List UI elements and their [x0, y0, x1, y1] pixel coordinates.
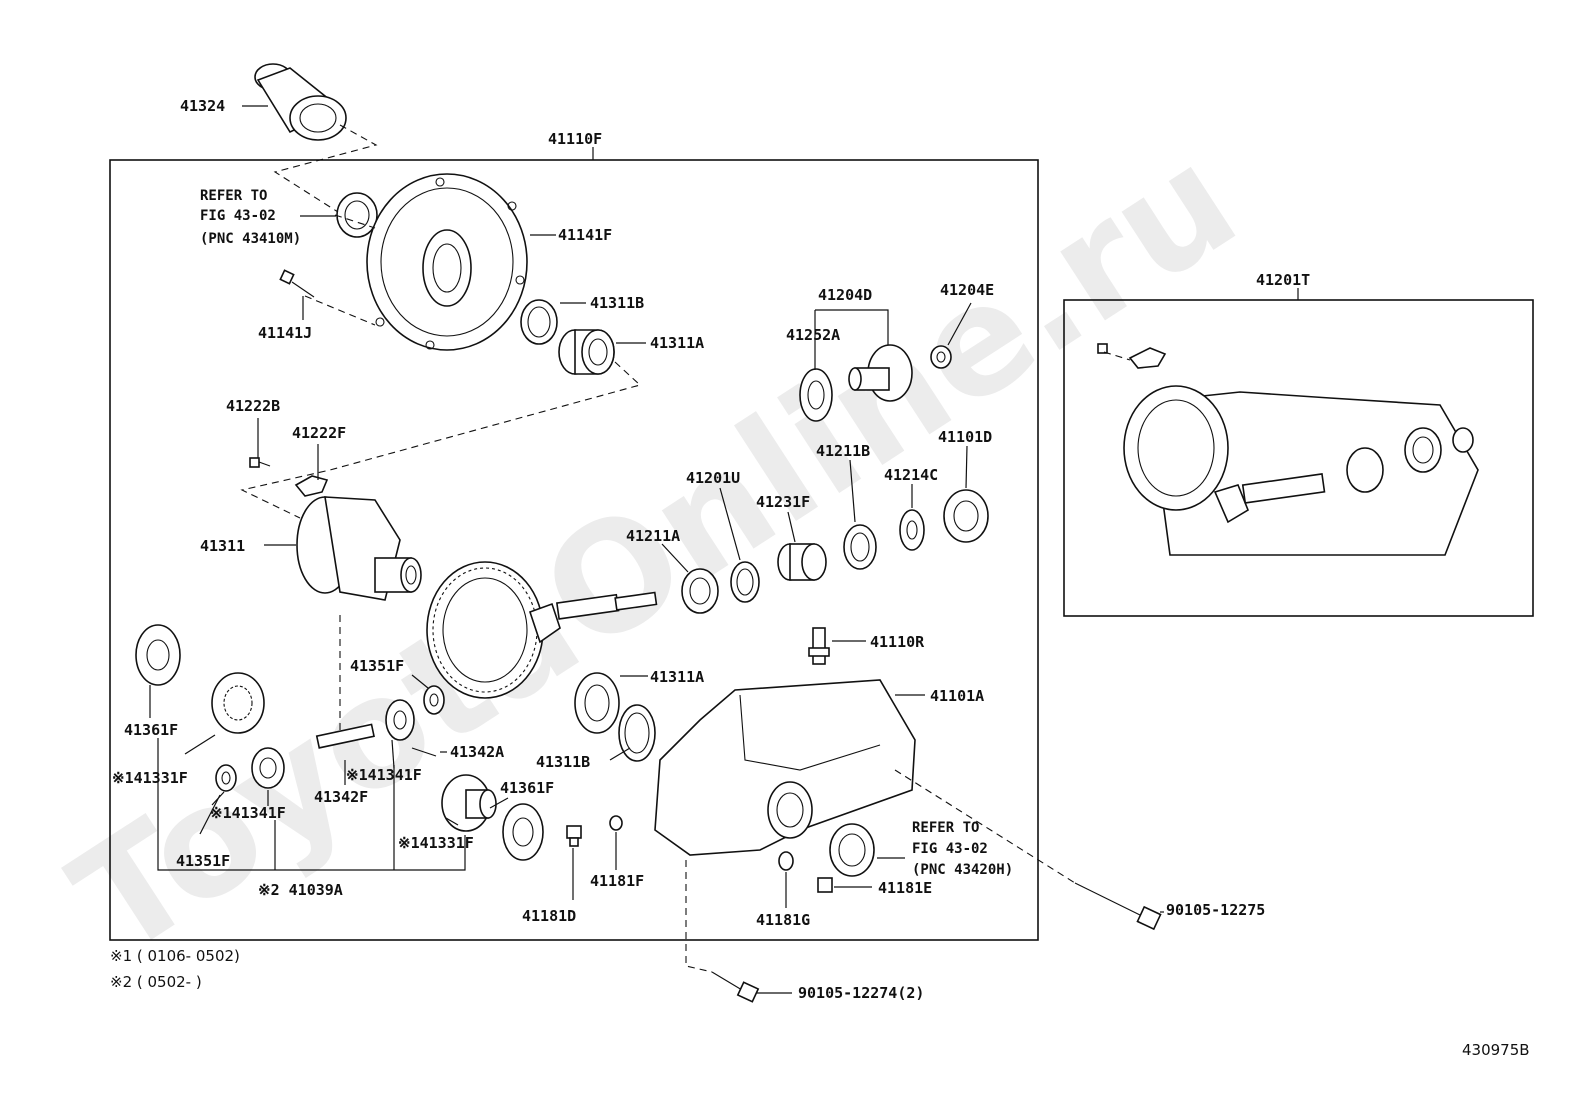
- label-41141F: 41141F: [558, 226, 612, 244]
- side-gear-right-drawing: [441, 774, 497, 832]
- label-41181F: 41181F: [590, 872, 644, 890]
- part-41342A-drawing: [411, 747, 437, 757]
- part-41101A-drawing: [654, 679, 916, 856]
- part-41361F-right-drawing: [502, 803, 544, 861]
- part-41101D-drawing: [943, 489, 989, 543]
- main-assembly-frame: [109, 159, 1039, 941]
- oil-seal-upper-drawing: [336, 192, 378, 238]
- part-41181D-drawing: [566, 825, 582, 847]
- label-41141J: 41141J: [258, 324, 312, 342]
- part-labels: 41110F 41201T 41324 41141F 41311B 41311A…: [112, 97, 1310, 1002]
- part-41181G-drawing: [778, 851, 794, 871]
- part-41311-drawing: [296, 496, 422, 601]
- pinion-gear-mid-drawing: [385, 699, 415, 741]
- label-41361F-left: 41361F: [124, 721, 178, 739]
- side-gear-left-drawing: [211, 672, 265, 734]
- label-41311B-mid: 41311B: [536, 753, 590, 771]
- label-41211B: 41211B: [816, 442, 870, 460]
- refer-lower-line2: FIG 43-02: [912, 841, 988, 857]
- label-41181D: 41181D: [522, 907, 576, 925]
- part-41211A-drawing: [681, 568, 719, 614]
- label-41311: 41311: [200, 537, 245, 555]
- part-41141F-drawing: [366, 173, 528, 351]
- label-41351F-mid: 41351F: [350, 657, 404, 675]
- label-90105-12275: 90105-12275: [1166, 901, 1265, 919]
- label-41201U: 41201U: [686, 469, 740, 487]
- part-41204E-drawing: [930, 345, 952, 369]
- label-41311A-top: 41311A: [650, 334, 704, 352]
- label-41231F: 41231F: [756, 493, 810, 511]
- part-41311A-mid-drawing: [574, 672, 620, 734]
- label-41211A: 41211A: [626, 527, 680, 545]
- label-41341F-left: ※141341F: [210, 804, 286, 822]
- legend: ※1 ( 0106- 0502) ※2 ( 0502- ): [110, 947, 240, 991]
- refer-upper-line2: FIG 43-02: [200, 208, 276, 224]
- figure-code: 430975B: [1462, 1041, 1530, 1059]
- part-41181F-drawing: [609, 815, 623, 831]
- refer-upper-line1: REFER TO: [200, 188, 267, 204]
- part-41342F-drawing: [315, 723, 375, 749]
- label-41324: 41324: [180, 97, 225, 115]
- kit-41201T-drawing: [1097, 343, 1479, 556]
- part-41214C-drawing: [899, 509, 925, 551]
- refer-lower-line3: (PNC 43420H): [912, 862, 1013, 878]
- label-41331F-right: ※141331F: [398, 834, 474, 852]
- label-41214C: 41214C: [884, 466, 938, 484]
- part-41324-drawing: [254, 63, 347, 141]
- assembly-label-41201T: 41201T: [1256, 271, 1310, 289]
- part-41311B-top-drawing: [520, 299, 558, 345]
- label-41252A: 41252A: [786, 326, 840, 344]
- label-41311A-mid: 41311A: [650, 668, 704, 686]
- label-41204D: 41204D: [818, 286, 872, 304]
- part-41222F-drawing: [294, 475, 329, 497]
- label-41101A: 41101A: [930, 687, 984, 705]
- refer-note-upper: REFER TO FIG 43-02 (PNC 43410M): [200, 188, 336, 247]
- part-41361F-left-drawing: [135, 624, 181, 686]
- refer-note-lower: REFER TO FIG 43-02 (PNC 43420H): [912, 820, 1013, 878]
- label-41342A: 41342A: [450, 743, 504, 761]
- alignment-dashed-lines: [240, 124, 1131, 973]
- part-41181E-drawing: [817, 877, 833, 893]
- assembly-label-41110F: 41110F: [548, 130, 602, 148]
- oil-seal-lower-drawing: [829, 823, 875, 877]
- part-41351F-mid-drawing: [423, 685, 445, 715]
- label-41341F-mid: ※141341F: [346, 766, 422, 784]
- label-41222F: 41222F: [292, 424, 346, 442]
- part-41141J-drawing: [279, 269, 315, 298]
- bolt-90105-12275-drawing: [1074, 882, 1162, 931]
- label-41222B: 41222B: [226, 397, 280, 415]
- leader-lines: [149, 105, 1164, 994]
- label-41361F-right: 41361F: [500, 779, 554, 797]
- bolt-90105-12274-drawing: [711, 971, 760, 1003]
- refer-lower-line1: REFER TO: [912, 820, 979, 836]
- label-90105-12274: 90105-12274(2): [798, 984, 924, 1002]
- part-41222B-drawing: [249, 457, 271, 468]
- legend-note-2: ※2 ( 0502- ): [110, 973, 202, 991]
- label-41342F: 41342F: [314, 788, 368, 806]
- label-41331F-left: ※141331F: [112, 769, 188, 787]
- label-41181E: 41181E: [878, 879, 932, 897]
- part-41311B-mid-drawing: [618, 704, 656, 762]
- part-41201U-drawing: [730, 561, 760, 603]
- part-41211B-drawing: [843, 524, 877, 570]
- part-41311A-top-drawing: [558, 329, 615, 375]
- label-41311B-top: 41311B: [590, 294, 644, 312]
- label-41039A: ※2 41039A: [258, 881, 343, 899]
- label-41351F-left: 41351F: [176, 852, 230, 870]
- part-41204D-drawing: [848, 344, 913, 402]
- label-41101D: 41101D: [938, 428, 992, 446]
- part-41231F-drawing: [777, 543, 827, 581]
- label-41204E: 41204E: [940, 281, 994, 299]
- part-41110R-drawing: [808, 627, 830, 665]
- legend-note-1: ※1 ( 0106- 0502): [110, 947, 240, 965]
- refer-upper-line3: (PNC 43410M): [200, 231, 301, 247]
- pinion-gear-left-drawing: [251, 747, 285, 789]
- part-41252A-drawing: [799, 368, 833, 422]
- washer-left-drawing: [215, 764, 237, 792]
- label-41181G: 41181G: [756, 911, 810, 929]
- label-41110R: 41110R: [870, 633, 925, 651]
- ring-gear-pinion-drawing: [426, 561, 658, 699]
